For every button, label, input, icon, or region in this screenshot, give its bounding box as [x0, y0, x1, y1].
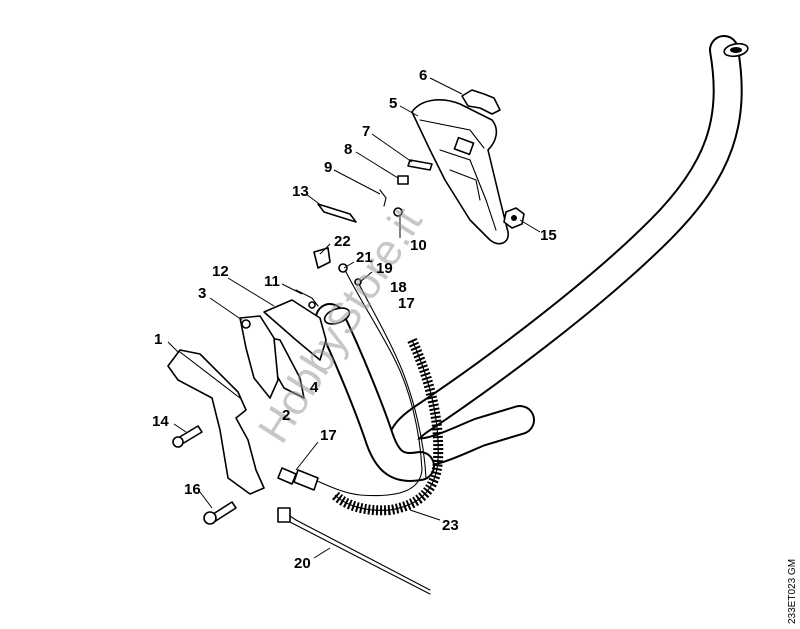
callout-10: 10 — [410, 237, 427, 254]
callout-4: 4 — [310, 379, 319, 396]
drawing-code: 233ET023 GM — [787, 559, 798, 624]
part-20-cable-tie — [277, 507, 431, 595]
callout-3: 3 — [198, 285, 206, 302]
part-15-nut — [503, 207, 525, 229]
callout-21: 21 — [356, 249, 373, 266]
callout-16: 16 — [184, 481, 201, 498]
callout-12: 12 — [212, 263, 229, 280]
callout-5: 5 — [389, 95, 397, 112]
callout-23: 23 — [442, 517, 459, 534]
callout-9: 9 — [324, 159, 332, 176]
callout-11: 11 — [264, 273, 280, 290]
handlebar-tube — [315, 35, 749, 482]
part-14-screw — [172, 425, 203, 448]
leader-lines — [167, 77, 541, 559]
callout-6: 6 — [419, 67, 427, 84]
part-11-spring — [295, 289, 319, 309]
callout-13: 13 — [292, 183, 309, 200]
callout-14: 14 — [152, 413, 169, 430]
callout-17-upper: 17 — [398, 295, 415, 312]
part-1-grip-housing — [167, 349, 265, 495]
callout-17-lower: 17 — [320, 427, 337, 444]
throttle-cable — [277, 263, 427, 497]
callout-2: 2 — [282, 407, 290, 424]
corrugated-hose — [331, 337, 444, 516]
callout-7: 7 — [362, 123, 370, 140]
callout-22: 22 — [334, 233, 351, 250]
callout-19: 19 — [376, 260, 393, 277]
callout-labels: 6 5 7 8 9 13 10 15 22 21 19 18 17 11 12 … — [152, 67, 557, 572]
callout-20: 20 — [294, 555, 311, 572]
part-22-clip — [313, 247, 331, 269]
part-5-control-handle — [411, 99, 510, 245]
callout-15: 15 — [540, 227, 557, 244]
part-3-handle-half — [239, 315, 279, 399]
small-hardware — [379, 159, 433, 217]
callout-18: 18 — [390, 279, 407, 296]
part-6-star-knob — [461, 89, 501, 115]
part-16-screw — [203, 501, 237, 525]
callout-8: 8 — [344, 141, 352, 158]
part-12-handle-insert — [263, 299, 327, 361]
callout-1: 1 — [154, 331, 162, 348]
part-13-lever — [317, 203, 357, 223]
